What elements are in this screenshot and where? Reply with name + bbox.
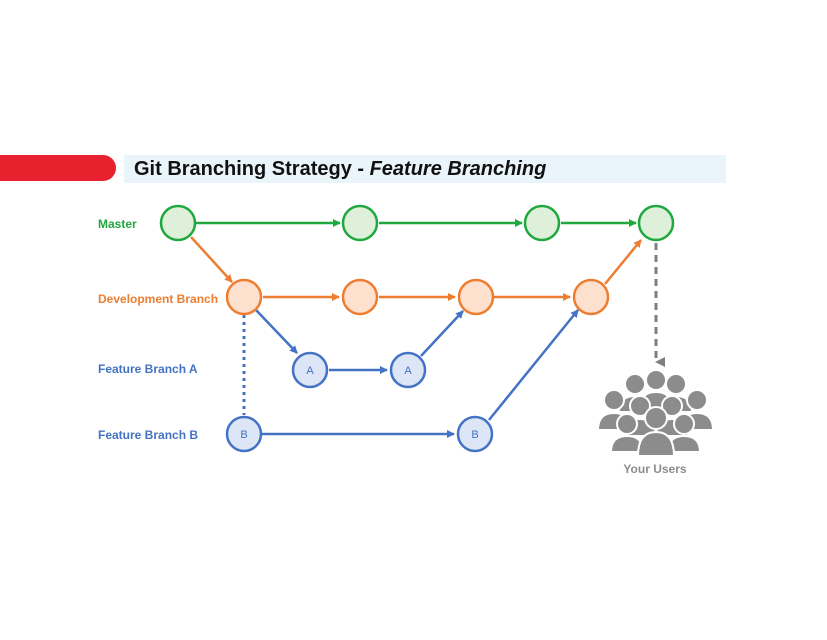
title-band: Git Branching Strategy - Feature Branchi… — [124, 155, 726, 183]
feature-b-commit-2 — [456, 415, 494, 453]
dev-commit-2 — [341, 278, 379, 316]
master-commit-1 — [159, 204, 197, 242]
lane-label-development: Development Branch — [98, 292, 219, 306]
edge-feature-b-to-dev — [488, 309, 579, 421]
page-title: Git Branching Strategy - Feature Branchi… — [134, 158, 546, 181]
feature-a-commit-2-label: A — [404, 365, 412, 377]
feature-a-commit-1-label: A — [306, 365, 314, 377]
lane-label-master: Master — [98, 217, 137, 231]
feature-b-commit-2-label: B — [471, 429, 478, 441]
master-commit-3 — [523, 204, 561, 242]
feature-b-commit-1-label: B — [240, 429, 247, 441]
feature-a-commit-1 — [291, 351, 329, 389]
dev-commit-3 — [457, 278, 495, 316]
edge-dev-to-master — [604, 239, 642, 285]
title-emphasis: Feature Branching — [369, 158, 547, 180]
edge-dev-to-feature-a — [255, 309, 298, 354]
lane-label-feature-b: Feature Branch B — [98, 428, 199, 442]
users-group-icon — [596, 369, 715, 457]
lane-label-feature-a: Feature Branch A — [98, 362, 198, 376]
feature-b-commit-1 — [225, 415, 263, 453]
feature-a-commit-2 — [389, 351, 427, 389]
dev-commit-4 — [572, 278, 610, 316]
accent-tab — [0, 155, 116, 181]
title-plain: Git Branching Strategy - — [134, 158, 370, 180]
master-commit-2 — [341, 204, 379, 242]
master-commit-4 — [637, 204, 675, 242]
users-label: Your Users — [623, 462, 687, 476]
dev-commit-1 — [225, 278, 263, 316]
edge-feature-a-to-dev — [420, 310, 464, 357]
edge-master-to-dev — [190, 236, 233, 283]
